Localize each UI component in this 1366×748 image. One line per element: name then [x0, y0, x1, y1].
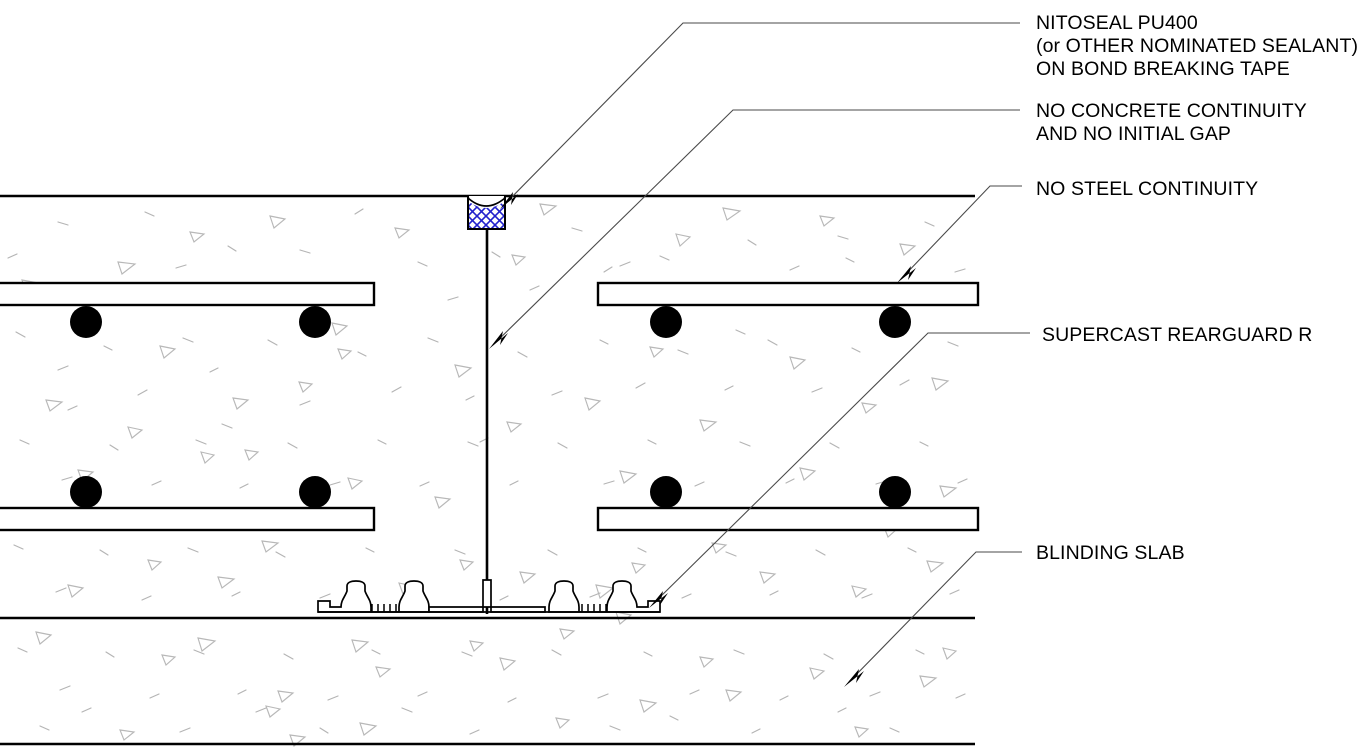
- rebar-dot: [650, 306, 682, 338]
- leader-lines: [489, 22, 1030, 687]
- arrowhead-blinding-slab: [844, 669, 864, 687]
- rebar-dot: [879, 476, 911, 508]
- rebar-bar: [0, 506, 376, 532]
- rebar-bar: [596, 506, 980, 532]
- arrowhead-no-concrete-continuity: [489, 331, 508, 349]
- sealant-recess-curve: [468, 196, 505, 204]
- sealant-top-curve: [467, 197, 506, 207]
- leader-supercast-rearguard: [649, 332, 1030, 608]
- rebar-dot: [299, 306, 331, 338]
- rebar-row-lower-right: [596, 476, 980, 532]
- waterstop-left-teeth: [371, 604, 397, 612]
- rebar-row-lower-left: [0, 476, 376, 532]
- rebar-dot: [70, 476, 102, 508]
- leader-blinding-slab: [844, 551, 1022, 687]
- arrowhead-no-steel-continuity: [897, 266, 916, 283]
- supercast-rearguard-waterstop: [317, 579, 661, 613]
- sealant-block-group: [467, 196, 506, 230]
- aggregate-dashes: [7, 208, 968, 735]
- aggregate-triangles: [21, 203, 958, 747]
- rebar-bar: [0, 281, 376, 307]
- waterstop-right-teeth: [581, 604, 607, 612]
- waterstop-right-wing: [548, 580, 661, 613]
- leader-nitoseal: [500, 22, 1020, 209]
- rebar-dot: [650, 476, 682, 508]
- no-steel-continuity-label: NO STEEL CONTINUITY: [1036, 178, 1258, 200]
- leader-no-steel-continuity: [897, 185, 1022, 283]
- no-steel-continuity-line-1: NO STEEL CONTINUITY: [1036, 178, 1258, 200]
- waterstop-left-wing: [317, 580, 430, 613]
- rebar-dot: [299, 476, 331, 508]
- blinding-slab-line-1: BLINDING SLAB: [1036, 542, 1185, 564]
- rebar-dot: [70, 306, 102, 338]
- waterstop-central-stem: [482, 579, 492, 608]
- supercast-rearguard-label: SUPERCAST REARGUARD R: [1042, 324, 1312, 346]
- arrowhead-supercast-rearguard: [649, 591, 668, 608]
- no-concrete-continuity-line-2: AND NO INITIAL GAP: [1036, 123, 1231, 145]
- leader-no-concrete-continuity: [489, 109, 1020, 349]
- sealant-block-outline: [467, 196, 506, 230]
- blinding-slab-label: BLINDING SLAB: [1036, 542, 1185, 564]
- nitoseal-label-line-1: NITOSEAL PU400: [1036, 12, 1198, 34]
- sealant-hatch-fill: [468, 201, 505, 229]
- rebar-row-upper-left: [0, 281, 376, 338]
- rebar-bar: [596, 281, 980, 307]
- supercast-rearguard-line-1: SUPERCAST REARGUARD R: [1042, 324, 1312, 346]
- no-concrete-continuity-label: NO CONCRETE CONTINUITY AND NO INITIAL GA…: [1036, 100, 1307, 145]
- no-concrete-continuity-line-1: NO CONCRETE CONTINUITY: [1036, 100, 1307, 122]
- nitoseal-label-line-2: (or OTHER NOMINATED SEALANT): [1036, 35, 1358, 57]
- concrete-aggregate-texture: [7, 203, 968, 747]
- reinforcement-bars: [0, 281, 980, 532]
- nitoseal-label: NITOSEAL PU400 (or OTHER NOMINATED SEALA…: [1036, 12, 1358, 80]
- annotation-texts: NITOSEAL PU400 (or OTHER NOMINATED SEALA…: [1036, 12, 1358, 564]
- rebar-dot: [879, 306, 911, 338]
- rebar-row-upper-right: [596, 281, 980, 338]
- nitoseal-label-line-3: ON BOND BREAKING TAPE: [1036, 58, 1290, 80]
- arrowhead-nitoseal: [500, 192, 518, 209]
